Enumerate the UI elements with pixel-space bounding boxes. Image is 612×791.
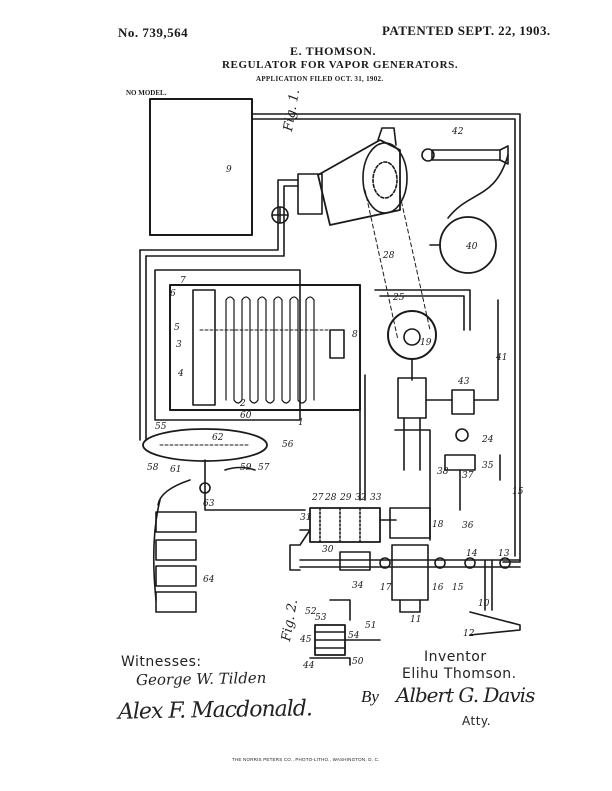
label-63: 63 bbox=[203, 499, 215, 509]
attorney-label: Atty. bbox=[462, 715, 491, 727]
label-4: 4 bbox=[177, 369, 184, 379]
label-14: 14 bbox=[466, 549, 478, 559]
drive-belt bbox=[365, 190, 430, 340]
label-2: 2 bbox=[239, 399, 246, 409]
inventor-name: Elihu Thomson. bbox=[402, 667, 517, 681]
label-7: 7 bbox=[180, 276, 186, 286]
label-8: 8 bbox=[352, 330, 358, 340]
label-13: 13 bbox=[498, 549, 510, 559]
label-43: 43 bbox=[457, 377, 470, 387]
label-29: 29 bbox=[339, 493, 352, 503]
label-24: 24 bbox=[481, 435, 494, 445]
label-1: 1 bbox=[298, 418, 304, 428]
label-40: 40 bbox=[465, 242, 478, 252]
label-9: 9 bbox=[226, 165, 232, 175]
label-36: 36 bbox=[462, 521, 474, 531]
label-28: 28 bbox=[382, 251, 395, 261]
by-label: By bbox=[361, 688, 379, 705]
label-58: 58 bbox=[147, 463, 159, 473]
inventor-label: Inventor bbox=[424, 650, 487, 664]
label-37: 37 bbox=[462, 471, 474, 481]
label-51: 51 bbox=[365, 621, 376, 631]
reference-numerals: 9 42 7 28 40 6 25 5 3 8 4 19 2 60 1 41 4… bbox=[147, 127, 524, 671]
lithographer-credit: THE NORRIS PETERS CO., PHOTO-LITHO., WAS… bbox=[232, 758, 379, 763]
witness-signature-2: Alex F. Macdonald. bbox=[118, 696, 312, 724]
label-12: 12 bbox=[463, 629, 475, 639]
regulator-column bbox=[360, 370, 430, 612]
label-64: 64 bbox=[203, 575, 215, 585]
label-17: 17 bbox=[380, 583, 392, 593]
label-53: 53 bbox=[315, 613, 327, 623]
label-25: 25 bbox=[392, 293, 405, 303]
label-50: 50 bbox=[352, 657, 364, 667]
label-54: 54 bbox=[348, 631, 360, 641]
label-30: 30 bbox=[322, 545, 334, 555]
label-5: 5 bbox=[174, 323, 180, 333]
label-15: 15 bbox=[512, 487, 524, 497]
label-41: 41 bbox=[495, 353, 507, 363]
label-55: 55 bbox=[155, 422, 167, 432]
float-chamber bbox=[143, 429, 305, 510]
label-11: 11 bbox=[410, 615, 421, 625]
pressure-gauge-42 bbox=[422, 146, 508, 218]
label-59: 59 bbox=[240, 463, 252, 473]
witness-signature-1: George W. Tilden bbox=[136, 669, 267, 689]
label-32: 32 bbox=[355, 493, 367, 503]
battery-64 bbox=[154, 480, 196, 612]
label-35: 35 bbox=[482, 461, 494, 471]
attorney-signature: Albert G. Davis bbox=[396, 683, 534, 707]
label-19: 19 bbox=[420, 338, 432, 348]
valve-wheel bbox=[272, 207, 288, 223]
label-56: 56 bbox=[282, 440, 294, 450]
label-6: 6 bbox=[170, 289, 176, 299]
label-27: 27 bbox=[311, 493, 324, 503]
label-52: 52 bbox=[305, 607, 317, 617]
label-61: 61 bbox=[170, 465, 181, 475]
tank-9 bbox=[150, 99, 252, 235]
circulating-pump-19 bbox=[375, 290, 470, 380]
pump-assembly bbox=[298, 128, 407, 225]
label-44: 44 bbox=[302, 661, 315, 671]
label-57: 57 bbox=[258, 463, 270, 473]
fig-2-solenoid bbox=[310, 600, 380, 665]
witnesses-label: Witnesses: bbox=[121, 655, 202, 669]
label-18: 18 bbox=[432, 520, 444, 530]
label-45: 45 bbox=[299, 635, 312, 645]
label-34: 34 bbox=[352, 581, 364, 591]
label-28-b: 28 bbox=[324, 493, 337, 503]
label-15-b: 15 bbox=[452, 583, 464, 593]
boiler-unit bbox=[155, 270, 360, 420]
label-16: 16 bbox=[432, 583, 444, 593]
label-62: 62 bbox=[212, 433, 224, 443]
label-31: 31 bbox=[300, 513, 311, 523]
label-42: 42 bbox=[451, 127, 464, 137]
label-3: 3 bbox=[176, 340, 182, 350]
label-10: 10 bbox=[478, 599, 490, 609]
label-60: 60 bbox=[240, 411, 252, 421]
label-33: 33 bbox=[370, 493, 382, 503]
label-38: 38 bbox=[437, 467, 449, 477]
air-chamber-40 bbox=[430, 217, 496, 273]
